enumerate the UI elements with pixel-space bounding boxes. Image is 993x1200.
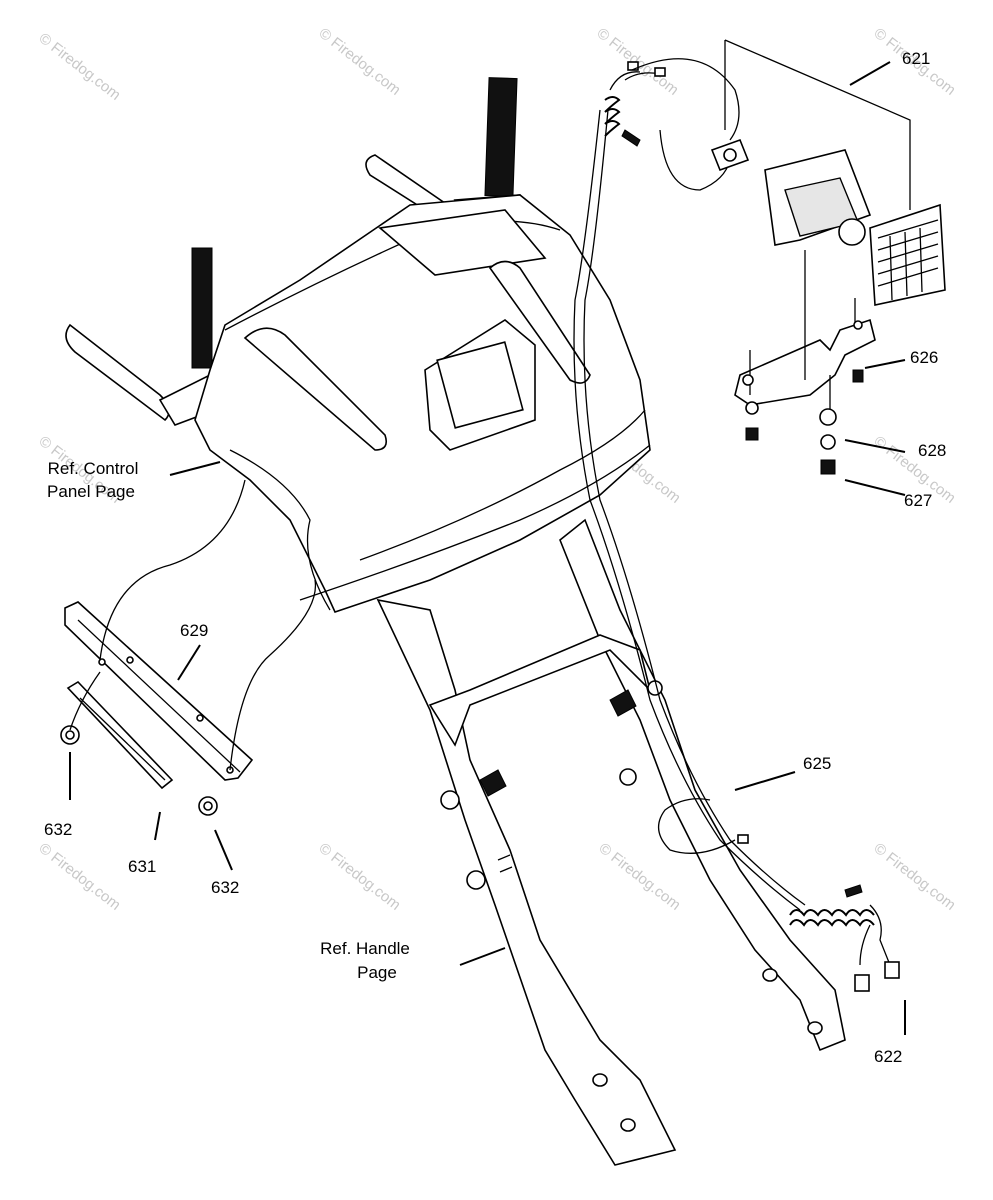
wiring-harness xyxy=(573,61,900,992)
part-labels: 621 626 628 627 629 625 632 631 632 622 … xyxy=(44,49,946,1066)
watermark-11: © Firedog.com xyxy=(871,840,959,914)
watermark-8: © Firedog.com xyxy=(36,840,124,914)
label-625: 625 xyxy=(803,754,831,773)
label-ref-handle-line1: Ref. Handle xyxy=(320,939,410,958)
watermark-10: © Firedog.com xyxy=(596,840,684,914)
label-627: 627 xyxy=(904,491,932,510)
headlight-assembly xyxy=(631,39,946,475)
label-ref-handle-line2: Page xyxy=(357,963,397,982)
label-621: 621 xyxy=(902,49,930,68)
label-ref-control-line2: Panel Page xyxy=(47,482,135,501)
label-622: 622 xyxy=(874,1047,902,1066)
label-628: 628 xyxy=(918,441,946,460)
watermark-1: © Firedog.com xyxy=(36,30,124,104)
control-panel xyxy=(65,77,651,613)
label-ref-control-line1: Ref. Control xyxy=(48,459,139,478)
watermark-2: © Firedog.com xyxy=(316,25,404,99)
leader-lines xyxy=(69,61,906,1035)
handle-frame xyxy=(376,518,846,1166)
cover-plate-assembly xyxy=(60,479,317,816)
label-632-right: 632 xyxy=(211,878,239,897)
label-631: 631 xyxy=(128,857,156,876)
watermark-9: © Firedog.com xyxy=(316,840,404,914)
label-632-left: 632 xyxy=(44,820,72,839)
label-629: 629 xyxy=(180,621,208,640)
label-626: 626 xyxy=(910,348,938,367)
